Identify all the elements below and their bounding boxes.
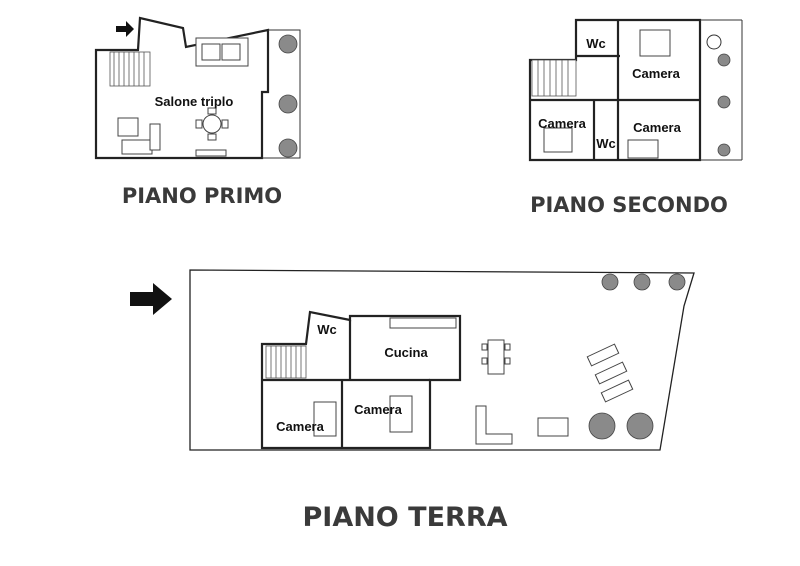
primo-room-salone: Salone triplo: [155, 94, 234, 109]
terra-lot-boundary: [189, 269, 695, 451]
terra-sunbeds: [586, 343, 634, 403]
secondo-title: PIANO SECONDO: [530, 193, 728, 217]
piano-secondo-plan: Wc Camera Camera Wc Camera PIANO SECONDO: [528, 18, 743, 217]
secondo-room-camera-left: Camera: [538, 116, 586, 131]
terra-bed-center: [389, 395, 413, 433]
terra-outdoor-sofa: [475, 405, 513, 445]
piano-primo-plan: Salone triplo PIANO PRIMO: [94, 16, 301, 208]
terra-kitchen-counter: [389, 317, 457, 329]
terra-room-cucina: Cucina: [384, 345, 428, 360]
terra-staircase: [265, 345, 307, 379]
secondo-room-camera-right-bottom: Camera: [633, 120, 681, 135]
primo-cabinet: [195, 149, 227, 157]
terra-outdoor-bench: [537, 417, 569, 437]
secondo-room-wc-mid: Wc: [596, 136, 616, 151]
primo-garden-strip: [262, 29, 301, 159]
primo-title: PIANO PRIMO: [122, 184, 282, 208]
entrance-arrow-icon: [130, 283, 172, 315]
entrance-arrow-icon: [116, 21, 134, 37]
terra-room-camera-left: Camera: [276, 419, 324, 434]
terra-outdoor-table: [481, 339, 511, 375]
secondo-plants: [717, 53, 731, 157]
primo-sofa: [195, 37, 249, 67]
primo-armchairs: [117, 117, 161, 155]
primo-dining-table: [195, 107, 229, 141]
primo-plants: [278, 34, 298, 158]
secondo-table: [706, 34, 722, 50]
terra-plants: [588, 273, 686, 440]
terra-room-wc: Wc: [317, 322, 337, 337]
terra-house-wall: [260, 310, 462, 450]
terra-bed-left: [313, 401, 337, 437]
terra-title: PIANO TERRA: [302, 502, 507, 533]
piano-terra-plan: Wc Cucina Camera Camera PIANO TERRA: [130, 269, 695, 533]
secondo-room-wc-top: Wc: [586, 36, 606, 51]
secondo-room-camera-right-top: Camera: [632, 66, 680, 81]
secondo-bed-top: [639, 29, 671, 57]
secondo-staircase: [531, 59, 577, 97]
terra-room-camera-center: Camera: [354, 402, 402, 417]
secondo-bed-left: [543, 127, 573, 153]
primo-staircase: [109, 51, 151, 87]
secondo-bed-right: [627, 139, 659, 159]
